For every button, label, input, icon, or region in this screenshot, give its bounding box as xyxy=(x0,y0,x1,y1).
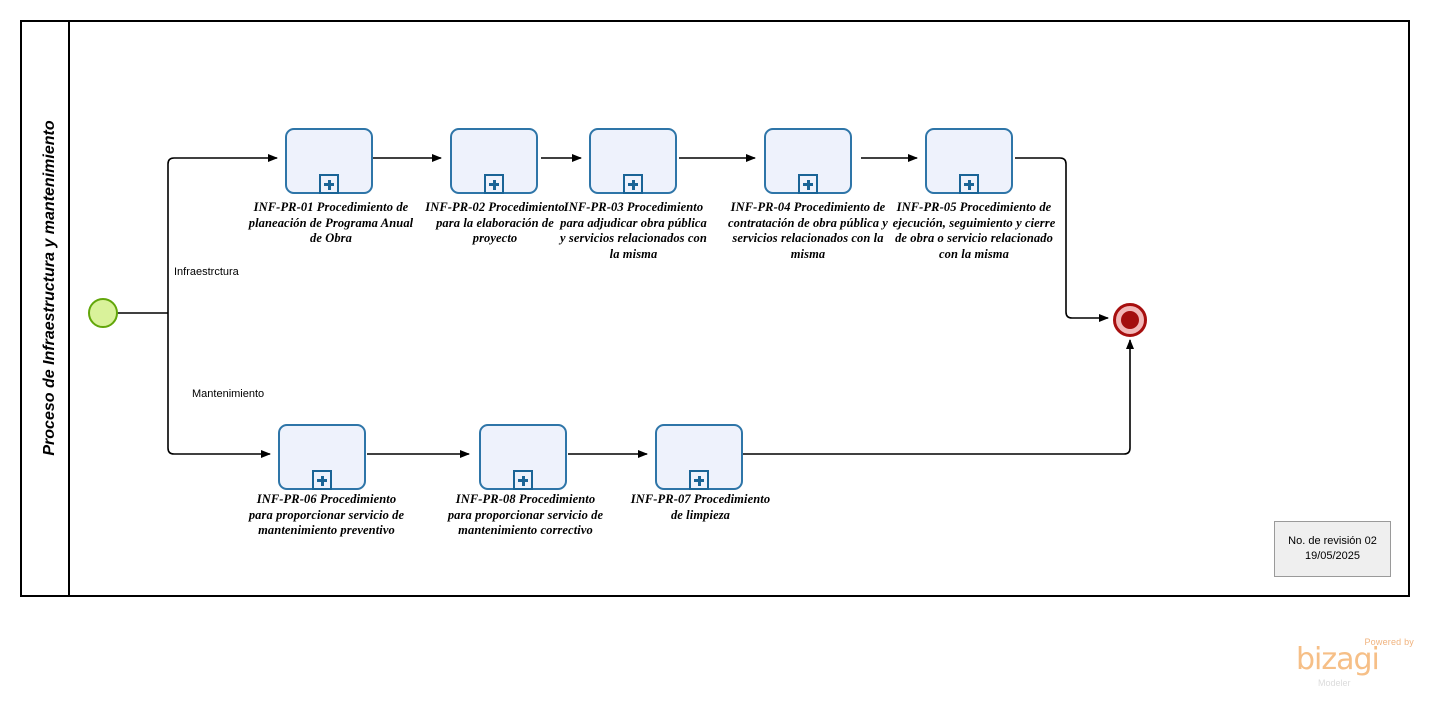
task-label-inf-pr-05: INF-PR-05 Procedimiento de ejecución, se… xyxy=(892,200,1056,261)
task-inf-pr-08[interactable] xyxy=(479,424,567,490)
task-label-inf-pr-04: INF-PR-04 Procedimiento de contratación … xyxy=(728,200,888,261)
sub-process-plus-icon xyxy=(513,470,533,490)
pool-label: Proceso de Infraestructura y mantenimien… xyxy=(41,120,58,456)
bizagi-branding: Powered by bizagi Modeler xyxy=(1296,637,1416,691)
task-label-inf-pr-07: INF-PR-07 Procedimiento de limpieza xyxy=(630,492,771,522)
sub-process-plus-icon xyxy=(798,174,818,194)
task-label-inf-pr-01: INF-PR-01 Procedimiento de planeación de… xyxy=(248,200,414,245)
sub-process-plus-icon xyxy=(959,174,979,194)
task-inf-pr-07[interactable] xyxy=(655,424,743,490)
task-inf-pr-04[interactable] xyxy=(764,128,852,194)
task-label-inf-pr-02: INF-PR-02 Procedimiento para la elaborac… xyxy=(425,200,565,245)
task-label-inf-pr-06: INF-PR-06 Procedimiento para proporciona… xyxy=(248,492,405,537)
task-label-inf-pr-08: INF-PR-08 Procedimiento para proporciona… xyxy=(447,492,604,537)
flow-label-infraestructura: Infraestrctura xyxy=(174,266,239,278)
sub-process-plus-icon xyxy=(312,470,332,490)
sub-process-plus-icon xyxy=(689,470,709,490)
sub-process-plus-icon xyxy=(319,174,339,194)
revision-box: No. de revisión 02 19/05/2025 xyxy=(1274,521,1391,577)
pool-header: Proceso de Infraestructura y mantenimien… xyxy=(20,20,70,597)
task-inf-pr-02[interactable] xyxy=(450,128,538,194)
end-event[interactable] xyxy=(1113,303,1147,337)
flow-label-mantenimiento: Mantenimiento xyxy=(192,388,265,400)
bizagi-wordmark: bizagi xyxy=(1296,642,1380,677)
bizagi-product-label: Modeler xyxy=(1318,678,1351,688)
revision-number: No. de revisión 02 xyxy=(1288,535,1377,547)
pool-boundary xyxy=(20,20,1410,597)
revision-date: 19/05/2025 xyxy=(1304,550,1361,562)
sub-process-plus-icon xyxy=(623,174,643,194)
task-label-inf-pr-03: INF-PR-03 Procedimiento para adjudicar o… xyxy=(560,200,707,261)
task-inf-pr-01[interactable] xyxy=(285,128,373,194)
task-inf-pr-06[interactable] xyxy=(278,424,366,490)
powered-by-label: Powered by xyxy=(1364,637,1414,647)
task-inf-pr-03[interactable] xyxy=(589,128,677,194)
sub-process-plus-icon xyxy=(484,174,504,194)
start-event[interactable] xyxy=(88,298,118,328)
task-inf-pr-05[interactable] xyxy=(925,128,1013,194)
